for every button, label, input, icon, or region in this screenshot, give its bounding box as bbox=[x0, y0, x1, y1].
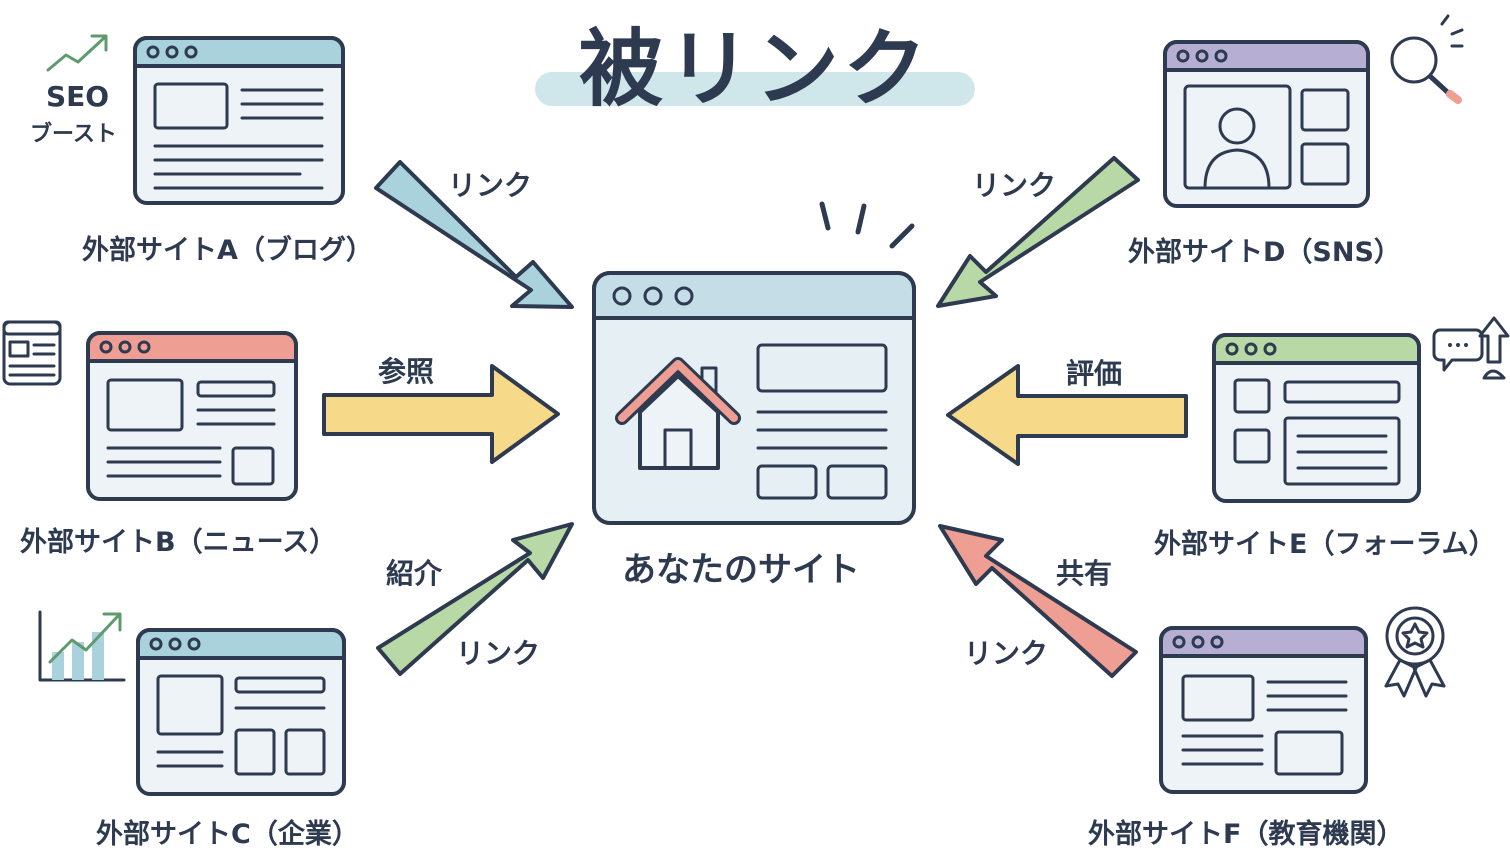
arrow-b-label: 参照 bbox=[378, 355, 435, 388]
site-a-window bbox=[133, 36, 345, 205]
arrow-d-label: リンク bbox=[972, 169, 1057, 202]
award-ribbon-icon bbox=[1384, 606, 1446, 698]
site-d-label: 外部サイトD（SNS） bbox=[1128, 237, 1401, 268]
arrow-b bbox=[322, 364, 560, 464]
magnifier-icon bbox=[1390, 14, 1464, 104]
trend-up-icon bbox=[46, 34, 108, 72]
site-b-window bbox=[86, 331, 298, 501]
seo-badge-title: SEO bbox=[46, 80, 110, 113]
chat-bubbles-icon bbox=[1432, 316, 1510, 380]
arrow-a-label: リンク bbox=[448, 169, 533, 202]
site-f-label: 外部サイトF（教育機関） bbox=[1088, 819, 1404, 850]
arrow-c-top-label: 紹介 bbox=[386, 557, 443, 590]
newspaper-icon bbox=[2, 320, 62, 386]
seo-badge-subtitle: ブースト bbox=[30, 122, 117, 147]
arrow-a bbox=[374, 160, 574, 309]
site-e-label: 外部サイトE（フォーラム） bbox=[1154, 529, 1496, 560]
bar-chart-icon bbox=[38, 610, 126, 682]
arrow-f bbox=[938, 524, 1138, 678]
site-e-window bbox=[1212, 333, 1421, 503]
diagram-title: 被リンク bbox=[578, 20, 931, 118]
arrow-f-top-label: 共有 bbox=[1056, 557, 1113, 590]
site-c-window bbox=[136, 628, 346, 796]
arrow-e-label: 評価 bbox=[1066, 357, 1123, 390]
arrow-d bbox=[936, 156, 1140, 308]
arrow-c bbox=[376, 522, 574, 676]
spark-lines bbox=[819, 201, 915, 249]
site-b-label: 外部サイトB（ニュース） bbox=[20, 527, 337, 558]
site-c-label: 外部サイトC（企業） bbox=[96, 819, 359, 850]
arrow-e bbox=[946, 364, 1188, 466]
site-d-window bbox=[1163, 40, 1370, 208]
your-site-label: あなたのサイト bbox=[622, 550, 860, 590]
title-highlight bbox=[535, 72, 975, 106]
site-f-window bbox=[1159, 626, 1368, 794]
site-a-label: 外部サイトA（ブログ） bbox=[82, 235, 373, 266]
arrow-f-bottom-label: リンク bbox=[964, 637, 1049, 670]
arrow-c-bottom-label: リンク bbox=[456, 637, 541, 670]
house-icon bbox=[615, 357, 741, 470]
